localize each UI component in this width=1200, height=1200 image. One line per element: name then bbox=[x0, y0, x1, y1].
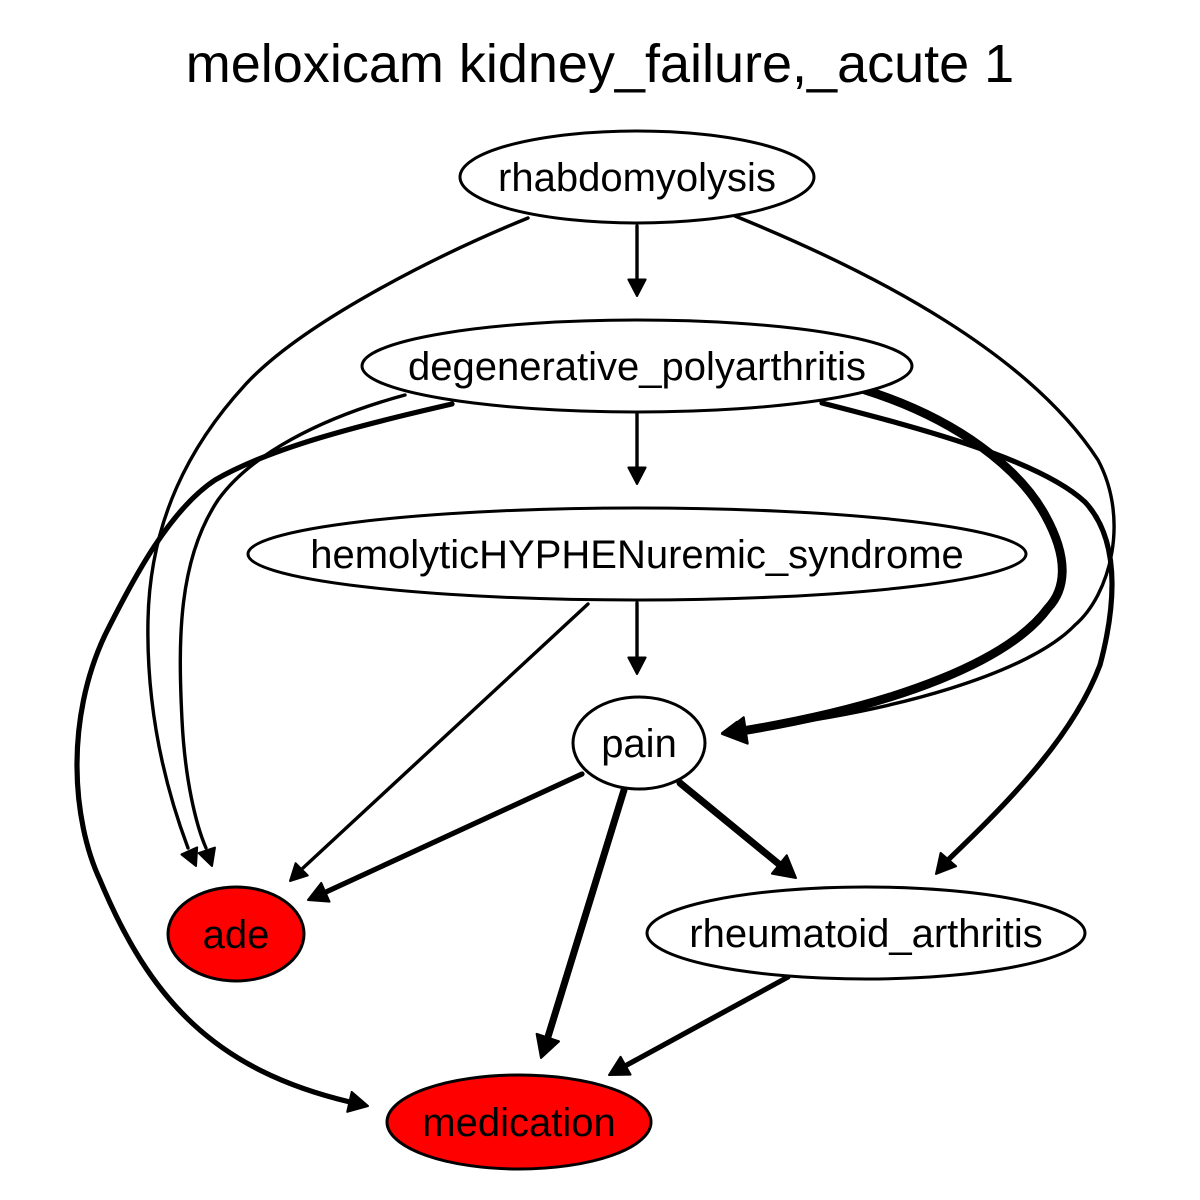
edge-hemolytic-to-pain-arrowhead bbox=[627, 656, 647, 675]
edge-pain-to-ade-line bbox=[323, 771, 585, 895]
node-rhabdomyolysis-ellipse bbox=[458, 129, 816, 225]
edge-hemolytic-to-pain bbox=[627, 601, 647, 675]
node-hemolytic: hemolyticHYPHENuremic_syndrome bbox=[246, 506, 1028, 602]
edge-hemolytic-to-ade-arrowhead bbox=[289, 862, 309, 882]
edge-degenerative-polyarthritis-to-medication-line bbox=[74, 401, 455, 1105]
edge-rheumatoid-arthritis-to-medication-arrowhead bbox=[608, 1055, 632, 1076]
edge-degenerative-polyarthritis-to-pain bbox=[721, 385, 1067, 745]
node-rheumatoid-arthritis-label: rheumatoid_arthritis bbox=[689, 912, 1043, 956]
edge-degenerative-polyarthritis-to-medication bbox=[74, 401, 455, 1113]
edge-rhabdomyolysis-to-degenerative-polyarthritis-arrowhead bbox=[627, 278, 647, 297]
edge-degenerative-polyarthritis-to-rheumatoid-arthritis-arrowhead bbox=[935, 851, 958, 875]
node-ade-label: ade bbox=[203, 913, 270, 957]
node-pain-ellipse bbox=[571, 695, 707, 791]
edge-rheumatoid-arthritis-to-medication bbox=[608, 974, 791, 1076]
edge-degenerative-polyarthritis-to-medication-arrowhead bbox=[346, 1090, 369, 1113]
node-hemolytic-label: hemolyticHYPHENuremic_syndrome bbox=[310, 533, 964, 577]
edge-rhabdomyolysis-to-degenerative-polyarthritis bbox=[627, 224, 647, 297]
node-medication: medication bbox=[385, 1073, 653, 1171]
edge-rhabdomyolysis-to-pain-line bbox=[733, 214, 1116, 732]
edge-pain-to-medication-line bbox=[543, 786, 628, 1044]
edge-pain-to-rheumatoid-arthritis bbox=[676, 779, 797, 879]
edge-pain-to-medication bbox=[535, 786, 628, 1059]
edge-rhabdomyolysis-to-ade-line bbox=[146, 216, 530, 850]
node-rhabdomyolysis: rhabdomyolysis bbox=[458, 129, 816, 225]
node-ade-ellipse bbox=[166, 885, 306, 983]
edge-pain-to-rheumatoid-arthritis-line bbox=[676, 779, 784, 869]
edge-rhabdomyolysis-to-pain bbox=[721, 214, 1116, 740]
edge-rhabdomyolysis-to-ade bbox=[146, 216, 530, 867]
node-degenerative-polyarthritis: degenerative_polyarthritis bbox=[360, 318, 914, 414]
edge-degenerative-polyarthritis-to-ade-arrowhead bbox=[197, 846, 216, 867]
node-medication-ellipse bbox=[385, 1073, 653, 1171]
edge-degenerative-polyarthritis-to-ade bbox=[178, 393, 407, 867]
edge-degenerative-polyarthritis-to-rheumatoid-arthritis-line bbox=[819, 400, 1115, 863]
node-degenerative-polyarthritis-ellipse bbox=[360, 318, 914, 414]
node-degenerative-polyarthritis-label: degenerative_polyarthritis bbox=[408, 345, 866, 389]
edge-pain-to-ade bbox=[307, 771, 585, 903]
edge-hemolytic-to-ade-line bbox=[301, 602, 590, 870]
node-rheumatoid-arthritis-ellipse bbox=[645, 885, 1087, 981]
edge-rhabdomyolysis-to-ade-arrowhead bbox=[180, 846, 199, 867]
edge-degenerative-polyarthritis-to-pain-line bbox=[737, 385, 1067, 736]
edge-rheumatoid-arthritis-to-medication-line bbox=[622, 974, 791, 1069]
edge-degenerative-polyarthritis-to-pain-arrowhead bbox=[721, 716, 749, 745]
edge-degenerative-polyarthritis-to-hemolytic-arrowhead bbox=[627, 466, 647, 485]
node-medication-label: medication bbox=[422, 1101, 615, 1145]
edge-degenerative-polyarthritis-to-hemolytic bbox=[627, 412, 647, 485]
node-ade: ade bbox=[166, 885, 306, 983]
node-hemolytic-ellipse bbox=[246, 506, 1028, 602]
edge-pain-to-rheumatoid-arthritis-arrowhead bbox=[770, 854, 797, 879]
edge-pain-to-ade-arrowhead bbox=[307, 881, 331, 903]
node-pain: pain bbox=[571, 695, 707, 791]
edges-layer bbox=[74, 214, 1116, 1113]
node-rheumatoid-arthritis: rheumatoid_arthritis bbox=[645, 885, 1087, 981]
nodes-layer: rhabdomyolysis degenerative_polyarthritis… bbox=[166, 129, 1087, 1171]
edge-degenerative-polyarthritis-to-rheumatoid-arthritis bbox=[819, 400, 1115, 875]
node-rhabdomyolysis-label: rhabdomyolysis bbox=[498, 156, 776, 200]
diagram-title: meloxicam kidney_failure,_acute 1 bbox=[186, 34, 1014, 94]
edge-hemolytic-to-ade bbox=[289, 602, 590, 882]
edge-degenerative-polyarthritis-to-ade-line bbox=[178, 393, 407, 850]
node-pain-label: pain bbox=[601, 722, 677, 766]
edge-pain-to-medication-arrowhead bbox=[535, 1032, 560, 1059]
